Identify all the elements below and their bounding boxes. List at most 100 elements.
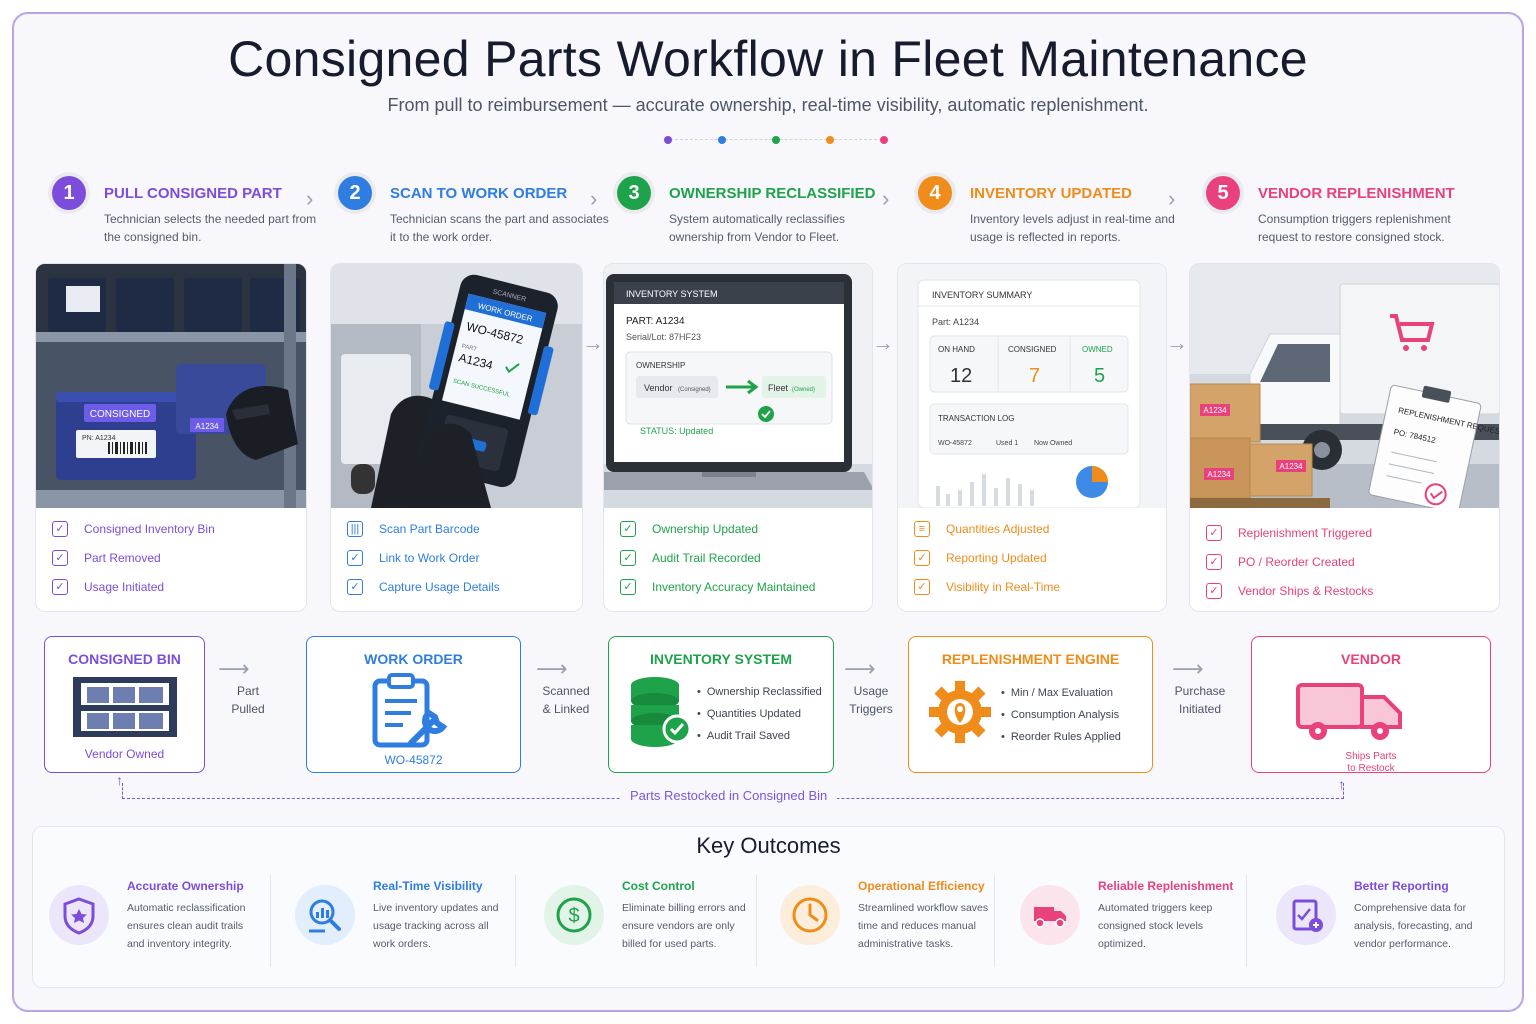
gear-icon — [929, 681, 991, 743]
step-2-card: SCANNER WORK ORDER WO-45872 PART A1234 S… — [330, 263, 583, 612]
consigned-bin-illustration: CONSIGNED PN: A1234 A1234 — [36, 264, 306, 508]
connector-label: Scanned& Linked — [542, 684, 590, 716]
step-5-header: 5 VENDOR REPLENISHMENT Consumption trigg… — [1206, 174, 1486, 254]
step-description: Inventory levels adjust in real-time and… — [970, 212, 1175, 244]
divider — [270, 875, 271, 967]
page-subtitle: From pull to reimbursement — accurate ow… — [387, 95, 1149, 115]
outcome-desc: Eliminate billing errors and ensure vend… — [622, 902, 746, 950]
divider — [994, 875, 995, 967]
checklist-item: ✓Capture Usage Details — [347, 572, 566, 601]
onhand-value: 12 — [950, 365, 972, 387]
flow-replenishment-engine: REPLENISHMENT ENGINE Min / Max Evaluatio… — [908, 636, 1153, 773]
outcome-item: Reliable Replenishment Automated trigger… — [1008, 875, 1248, 965]
report-icon — [1292, 899, 1323, 932]
clock-icon — [792, 897, 828, 933]
owned-value: 5 — [1094, 365, 1105, 387]
bin-label: CONSIGNED — [90, 409, 151, 420]
divider-dot — [826, 136, 834, 144]
check-icon: ✓ — [347, 578, 363, 595]
checklist-item: ✓Replenishment Triggered — [1206, 518, 1483, 547]
flow-title: INVENTORY SYSTEM — [649, 651, 793, 667]
arrow-right-icon: → — [1166, 330, 1188, 355]
outcome-icon-bg — [295, 885, 355, 945]
step-2-header: 2 SCAN TO WORK ORDER Technician scans th… — [338, 174, 618, 254]
shield-icon — [63, 897, 95, 935]
arrow-right-icon: → — [582, 330, 604, 355]
arrow-right-icon: ⟶ — [844, 656, 876, 681]
chevron-right-icon: › — [1168, 186, 1176, 211]
step-title: SCAN TO WORK ORDER — [390, 185, 568, 202]
ownership-from: Vendor — [644, 383, 673, 393]
inventory-summary-illustration: INVENTORY SUMMARY Part: A1234 ON HAND 12… — [898, 264, 1166, 508]
ownership-from-sub: (Consigned) — [678, 387, 711, 393]
check-icon: ✓ — [914, 578, 930, 595]
flow-title: REPLENISHMENT ENGINE — [941, 651, 1120, 667]
bin-part-number: PN: A1234 — [82, 435, 116, 442]
flow-subtitle: WO-45872 — [384, 753, 443, 767]
arrow-up-icon: ↑ — [116, 772, 123, 788]
step-number: 5 — [1206, 176, 1240, 210]
divider-dot — [772, 136, 780, 144]
divider-dot — [718, 136, 726, 144]
check-icon: ✓ — [1206, 582, 1222, 599]
outcome-desc: Automated triggers keep consigned stock … — [1098, 902, 1213, 950]
restock-label: Parts Restocked in Consigned Bin — [620, 788, 838, 803]
log-status: Now Owned — [1034, 440, 1072, 447]
flow-title: VENDOR — [1341, 651, 1401, 667]
step-number: 4 — [918, 176, 952, 210]
arrow-right-icon: ⟶ — [536, 656, 568, 681]
consigned-value: 7 — [1029, 365, 1040, 387]
checklist-item: ✓Usage Initiated — [52, 572, 290, 601]
flow-bullets: Ownership Reclassified Quantities Update… — [697, 681, 822, 747]
outcome-icon-bg — [544, 885, 604, 945]
outcome-desc: Live inventory updates and usage trackin… — [373, 902, 499, 950]
step-2-checklist: |||Scan Part Barcode ✓Link to Work Order… — [331, 514, 582, 601]
step-title: PULL CONSIGNED PART — [104, 185, 282, 202]
truck-illustration: A1234 A1234 A1234 REPLENISHMENT REQUEST … — [1190, 264, 1499, 508]
flow-subtitle: Vendor Owned — [84, 747, 165, 761]
arrow-right-icon: ⟶ — [1172, 656, 1204, 681]
check-icon: ✓ — [1206, 553, 1222, 570]
ownership-label: OWNERSHIP — [636, 361, 685, 370]
step-description: Technician selects the needed part from … — [104, 212, 317, 244]
box-label: A1234 — [1207, 470, 1231, 479]
outcome-title: Better Reporting — [1354, 879, 1449, 893]
divider-dot — [664, 136, 672, 144]
checklist-item: ✓Visibility in Real-Time — [914, 572, 1150, 601]
chevron-right-icon: › — [882, 186, 890, 211]
shelf-icon — [73, 677, 177, 737]
step-description: Technician scans the part and associates… — [390, 212, 609, 244]
step-4-checklist: ≡Quantities Adjusted ✓Reporting Updated … — [898, 514, 1166, 601]
bin-tag: A1234 — [195, 422, 219, 431]
outcome-item: $ Cost Control Eliminate billing errors … — [532, 875, 772, 965]
outcome-title: Cost Control — [622, 879, 695, 893]
ownership-to-sub: (Owned) — [792, 387, 815, 393]
checklist-item: ✓Part Removed — [52, 543, 290, 572]
list-icon: ≡ — [914, 520, 930, 537]
arrow-up-icon: ↑ — [1338, 776, 1345, 792]
arrow-right-icon: ⟶ — [218, 656, 250, 681]
summary-part: Part: A1234 — [932, 317, 979, 327]
outcome-title: Reliable Replenishment — [1098, 879, 1234, 893]
checklist-item: ✓PO / Reorder Created — [1206, 547, 1483, 576]
outcome-title: Real-Time Visibility — [373, 879, 483, 893]
step-title: OWNERSHIP RECLASSIFIED — [669, 185, 876, 202]
magnifier-chart-icon — [309, 899, 341, 933]
arrow-right-icon: → — [872, 330, 894, 355]
flow-work-order: WORK ORDER WO-45872 — [306, 636, 521, 773]
page-title: Consigned Parts Workflow in Fleet Mainte… — [228, 31, 1308, 87]
outcome-item: Operational Efficiency Streamlined workf… — [768, 875, 1008, 965]
log-label: TRANSACTION LOG — [938, 414, 1014, 423]
flow-title: CONSIGNED BIN — [68, 651, 181, 667]
outcome-title: Accurate Ownership — [127, 879, 244, 893]
outcome-item: Better Reporting Comprehensive data for … — [1264, 875, 1504, 965]
step-number: 3 — [617, 176, 651, 210]
step-title: INVENTORY UPDATED — [970, 185, 1132, 202]
chevron-right-icon: › — [306, 186, 314, 211]
check-icon: ✓ — [52, 520, 68, 537]
log-used: Used 1 — [996, 440, 1018, 447]
check-icon: ✓ — [620, 520, 636, 537]
step-1-header: 1 PULL CONSIGNED PART Technician selects… — [52, 174, 332, 254]
